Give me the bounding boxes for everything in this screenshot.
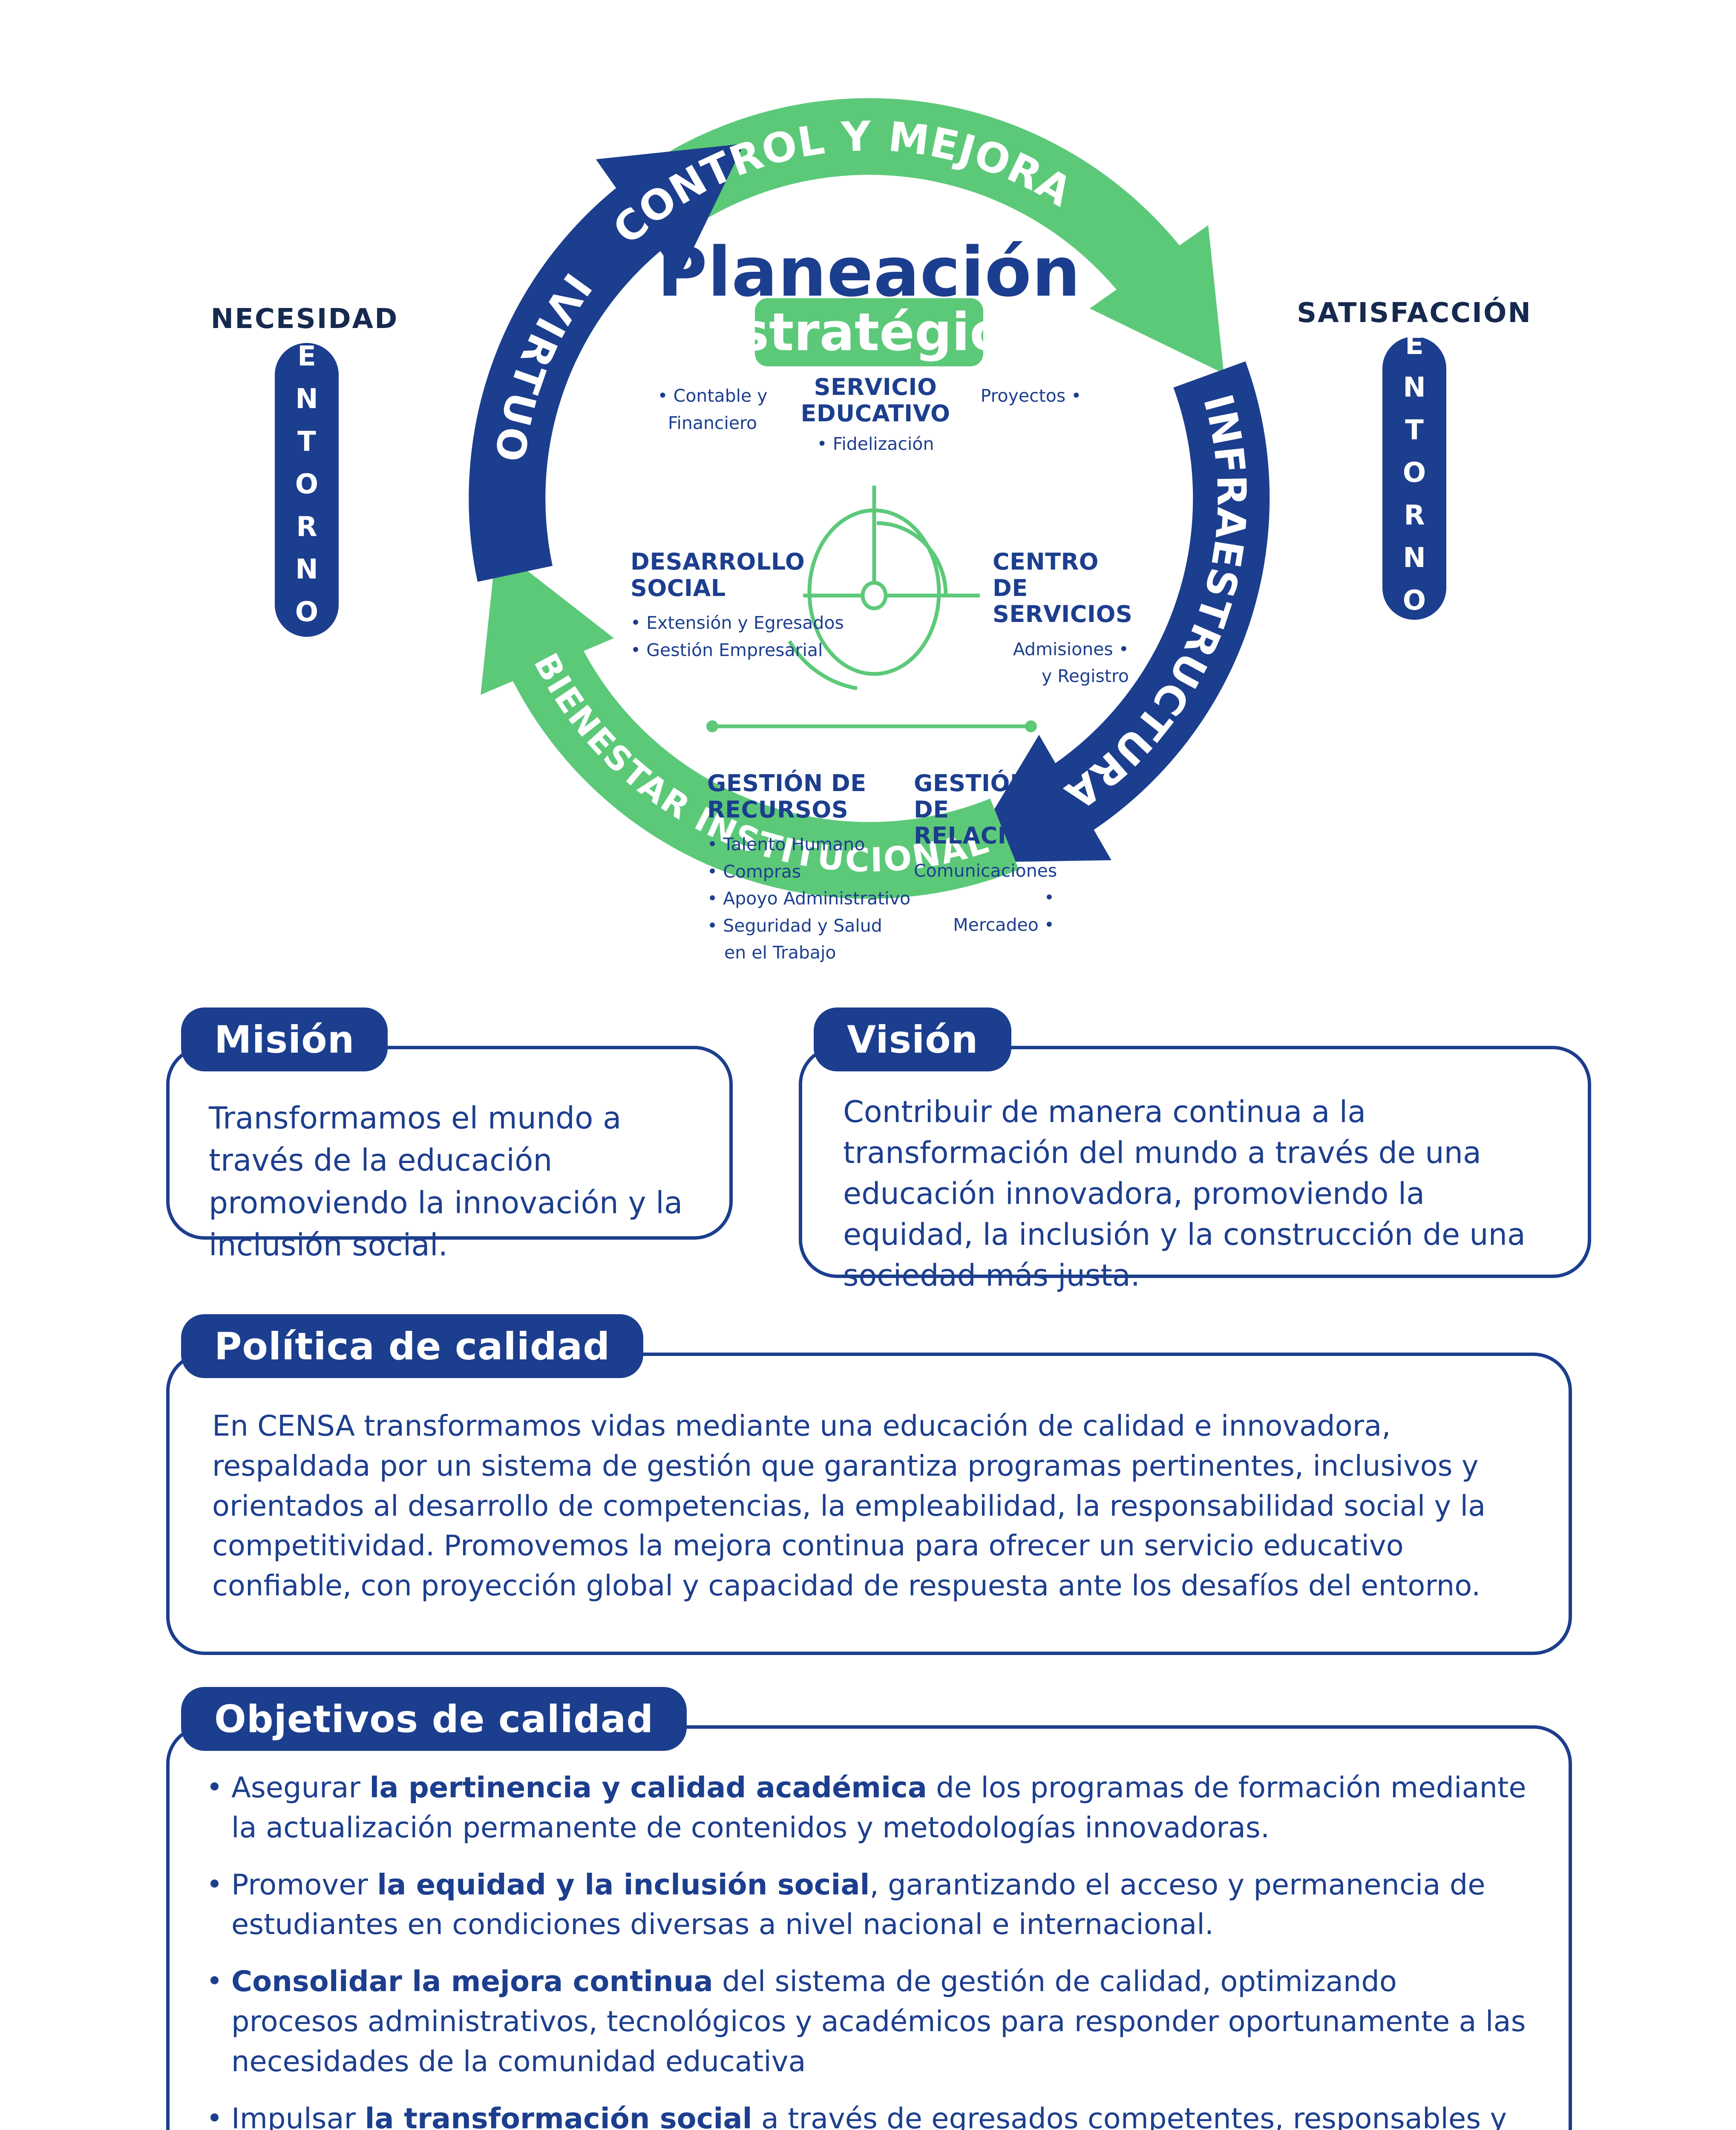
node-desarrollo-bullet: • Extensión y Egresados: [630, 613, 844, 633]
bullet-dot-icon: [210, 1879, 219, 1888]
node-contable-line1: • Contable y: [657, 386, 768, 406]
node-centro-title2: SERVICIOS: [993, 601, 1133, 628]
politica-body: En CENSA transformamos vidas mediante un…: [212, 1409, 1486, 1603]
objetivo-text: Promover la equidad y la inclusión socia…: [231, 1865, 1528, 1945]
objetivo-text: Consolidar la mejora continua del sistem…: [231, 1962, 1528, 2081]
objetivo-bold: la equidad y la inclusión social: [377, 1868, 870, 1901]
node-desarrollo-title2: SOCIAL: [630, 574, 726, 602]
mision-title: Misión: [214, 1017, 355, 1062]
node-servicio-bullet: • Fidelización: [817, 434, 934, 455]
satisfaccion-label: SATISFACCIÓN: [1297, 297, 1532, 329]
separator-line: [706, 720, 1037, 732]
vision-box: Contribuir de manera continua a la trans…: [799, 1046, 1591, 1293]
node-desarrollo-social: DESARROLLO SOCIAL • Extensión y Egresado…: [630, 549, 878, 664]
objetivo-item: Asegurar la pertinencia y calidad académ…: [208, 1768, 1528, 1848]
politica-title: Política de calidad: [214, 1324, 610, 1368]
objetivo-post: , garantizando el acceso y permanencia d…: [231, 1868, 1486, 1941]
necesidad-label: NECESIDAD: [210, 303, 399, 335]
entorno-right-text: ENTORNO: [1399, 329, 1430, 627]
node-contable-line2: Financiero: [668, 412, 757, 433]
entorno-left-pill: ENTORNO: [275, 341, 339, 639]
node-relaciones-title1: GESTIÓN DE: [914, 770, 1030, 823]
node-proyectos-label: Proyectos •: [980, 386, 1082, 406]
node-recursos-bullet: • Seguridad y Salud: [707, 915, 882, 936]
objetivo-item: Promover la equidad y la inclusión socia…: [208, 1865, 1528, 1945]
node-servicio-title1: SERVICIO: [814, 374, 937, 400]
objetivo-bold: la transformación social: [365, 2101, 752, 2130]
bullet-dot-icon: [210, 2113, 219, 2121]
node-servicio-educativo: SERVICIO EDUCATIVO • Fidelización: [790, 374, 961, 458]
objetivo-pre: Asegurar: [231, 1771, 370, 1804]
mision-body: Transformamos el mundo a través de la ed…: [209, 1100, 683, 1263]
node-recursos-bullet-cont: en el Trabajo: [724, 942, 836, 963]
objetivo-pre: Impulsar: [231, 2101, 365, 2130]
objetivo-item: Consolidar la mejora continua del sistem…: [208, 1962, 1528, 2081]
mision-box: Transformamos el mundo a través de la ed…: [166, 1046, 733, 1263]
politica-header-pill: Política de calidad: [181, 1314, 644, 1378]
objetivo-pre: Promover: [231, 1868, 377, 1901]
node-proyectos: Proyectos •: [976, 383, 1086, 410]
objetivo-text: Impulsar la transformación social a trav…: [231, 2099, 1528, 2130]
mision-header-pill: Misión: [181, 1007, 388, 1071]
compass-icon: [788, 486, 980, 691]
node-centro-bullet: Admisiones •: [1013, 639, 1129, 659]
node-desarrollo-bullet: • Gestión Empresarial: [630, 639, 823, 660]
politica-box: En CENSA transformamos vidas mediante un…: [166, 1353, 1572, 1655]
objetivo-item: Impulsar la transformación social a trav…: [208, 2099, 1528, 2130]
node-recursos-bullet: • Compras: [707, 861, 801, 882]
objetivos-list: Asegurar la pertinencia y calidad académ…: [170, 1729, 1569, 2130]
arc-bienestar-institucional: [481, 547, 1019, 899]
arc-ivirtuo: [469, 144, 744, 582]
objetivo-bold: Consolidar la mejora continua: [231, 1965, 713, 1998]
node-centro-bullet: y Registro: [1041, 666, 1129, 687]
strategy-cycle-diagram: CONTROL Y MEJORA INFRAESTRUCTURA BIENEST…: [469, 98, 1270, 899]
node-recursos-bullet: • Apoyo Administrativo: [707, 888, 911, 909]
objetivo-text: Asegurar la pertinencia y calidad académ…: [231, 1768, 1528, 1848]
entorno-left-text: ENTORNO: [291, 341, 322, 639]
node-gestion-relaciones: GESTIÓN DE RELACIONES Comunicaciones • M…: [914, 770, 1079, 938]
node-centro-title1: CENTRO DE: [993, 548, 1099, 602]
objetivos-box: Asegurar la pertinencia y calidad académ…: [166, 1725, 1572, 2130]
node-servicio-title2: EDUCATIVO: [800, 400, 950, 427]
node-desarrollo-title1: DESARROLLO: [630, 548, 805, 575]
diagram-title-line2-pill: Estratégica: [702, 298, 1036, 366]
bullet-dot-icon: [210, 1782, 219, 1790]
vision-title: Visión: [847, 1017, 979, 1062]
objetivo-bold: la pertinencia y calidad académica: [369, 1771, 927, 1804]
node-recursos-title1: GESTIÓN DE: [707, 770, 867, 797]
node-relaciones-bullet: Comunicaciones •: [914, 860, 1057, 908]
objetivo-post: a través de egresados competentes, respo…: [761, 2101, 1507, 2130]
node-relaciones-title2: RELACIONES: [914, 822, 1079, 849]
arc-infraestructura: [962, 361, 1270, 863]
node-centro-servicios: CENTRO DE SERVICIOS Admisiones • y Regis…: [993, 548, 1133, 690]
vision-header-pill: Visión: [814, 1007, 1012, 1071]
node-recursos-title2: RECURSOS: [707, 796, 849, 823]
node-recursos-bullet: • Talento Humano: [707, 834, 865, 855]
objetivo-post: del sistema de gestión de calidad, optim…: [231, 1965, 1526, 2078]
vision-body: Contribuir de manera continua a la trans…: [843, 1094, 1526, 1293]
objetivos-header-pill: Objetivos de calidad: [181, 1687, 687, 1751]
objetivo-post: de los programas de formación mediante l…: [231, 1771, 1526, 1844]
objetivos-title: Objetivos de calidad: [214, 1697, 654, 1741]
node-contable: • Contable y Financiero: [639, 383, 786, 437]
node-relaciones-bullet: Mercadeo •: [953, 914, 1054, 935]
entorno-right-pill: ENTORNO: [1382, 329, 1446, 627]
diagram-title-line2: Estratégica: [702, 302, 1036, 363]
bullet-dot-icon: [210, 1976, 219, 1985]
node-gestion-recursos: GESTIÓN DE RECURSOS • Talento Humano • C…: [707, 770, 980, 967]
